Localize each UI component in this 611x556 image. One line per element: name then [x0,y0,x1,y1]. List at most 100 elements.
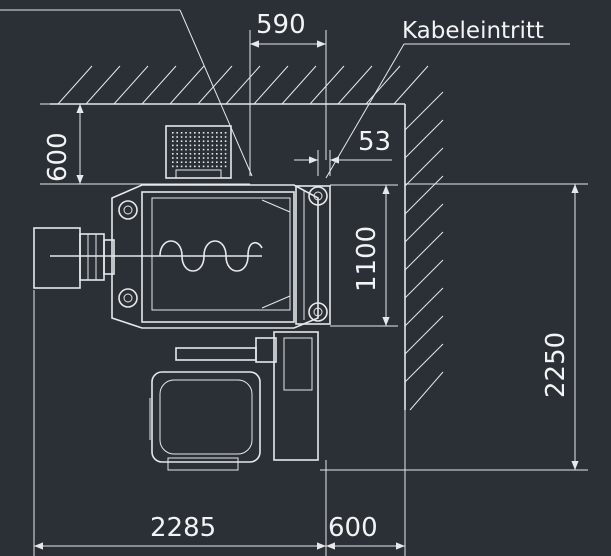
grille-dot [180,153,183,155]
grille-dot [220,136,222,138]
grille-dot [224,161,227,163]
grille-dot [180,157,183,159]
grille-dot [220,165,222,168]
grille-dot [194,132,196,134]
grille-dot [220,140,222,142]
grille-dot [180,144,183,147]
grille-dot [207,140,209,142]
grille-dot [216,144,218,147]
grille-dot [198,161,200,163]
grille-dot [198,140,200,142]
grille-dot [194,157,196,159]
grille-dot [189,148,192,151]
dim-cable-offset: 53 [358,127,391,157]
grille-dot [207,153,209,155]
grille-dot [207,165,209,168]
grille-dot [176,157,178,159]
grille-dot [202,157,205,159]
grille-dot [211,140,214,142]
grille-dot [220,153,222,155]
grille-dot [194,140,196,142]
grille-dot [185,161,187,163]
dim-wall-clearance-depth: 600 [43,132,73,182]
grille-dot [180,132,183,134]
grille-dot [180,140,183,142]
grille-dot [185,132,187,134]
cable-entry-label: Kabeleintritt [402,18,544,44]
grille-dot [220,148,222,151]
grille-dot [185,140,187,142]
grille-dot [189,140,192,142]
dim-total-width: 2285 [150,513,216,543]
grille-dot [224,153,227,155]
grille-dot [202,161,205,163]
grille-dot [211,136,214,138]
grille-dot [224,157,227,159]
grille-dot [198,136,200,138]
grille-dot [194,161,196,163]
wall-hatching [50,65,444,411]
grille-dot [194,136,196,138]
grille-dot [194,153,196,155]
dim-side-clearance: 600 [328,513,378,543]
grille-dot [220,157,222,159]
grille-dot [172,161,174,163]
grille-dot [185,148,187,151]
grille-dot [172,148,174,151]
grille-dot [176,148,178,151]
dim-machine-height: 1100 [352,226,382,292]
grille-dot [211,153,214,155]
grille-dot [172,165,174,168]
grille-dot [176,136,178,138]
grille-dot [211,157,214,159]
grille-dot [224,165,227,168]
grille-dot [207,144,209,147]
grille-dot [216,157,218,159]
grille-dot [220,144,222,147]
grille-dot [202,165,205,168]
grille-dot [176,153,178,155]
grille-dot [211,148,214,151]
grille-dot [189,144,192,147]
grille-dot [211,165,214,168]
grille-dot [180,165,183,168]
grille-dot [202,140,205,142]
grille-dot [224,140,227,142]
grille-dot [198,148,200,151]
grille-dot [185,153,187,155]
grille-dot [189,161,192,163]
grille-dots [172,132,227,168]
grille-dot [189,153,192,155]
grille-dot [172,157,174,159]
grille-dot [172,144,174,147]
grille-dot [220,161,222,163]
grille-dot [216,140,218,142]
grille-dot [194,148,196,151]
grille-dot [216,136,218,138]
grille-dot [207,132,209,134]
grille-dot [176,161,178,163]
grille-dot [224,144,227,147]
grille-dot [198,144,200,147]
grille-dot [224,132,227,134]
grille-dot [176,165,178,168]
grille-dot [216,148,218,151]
grille-dot [216,161,218,163]
grille-dot [202,153,205,155]
grille-dot [216,132,218,134]
grille-dot [189,136,192,138]
grille-dot [176,140,178,142]
grille-dot [202,132,205,134]
grille-dot [176,144,178,147]
grille-dot [211,132,214,134]
grille-dot [224,136,227,138]
dimension-lines [0,9,588,556]
grille-dot [198,153,200,155]
grille-dot [216,165,218,168]
grille-dot [172,140,174,142]
grille-dot [194,165,196,168]
grille-dot [198,157,200,159]
grille-dot [198,165,200,168]
